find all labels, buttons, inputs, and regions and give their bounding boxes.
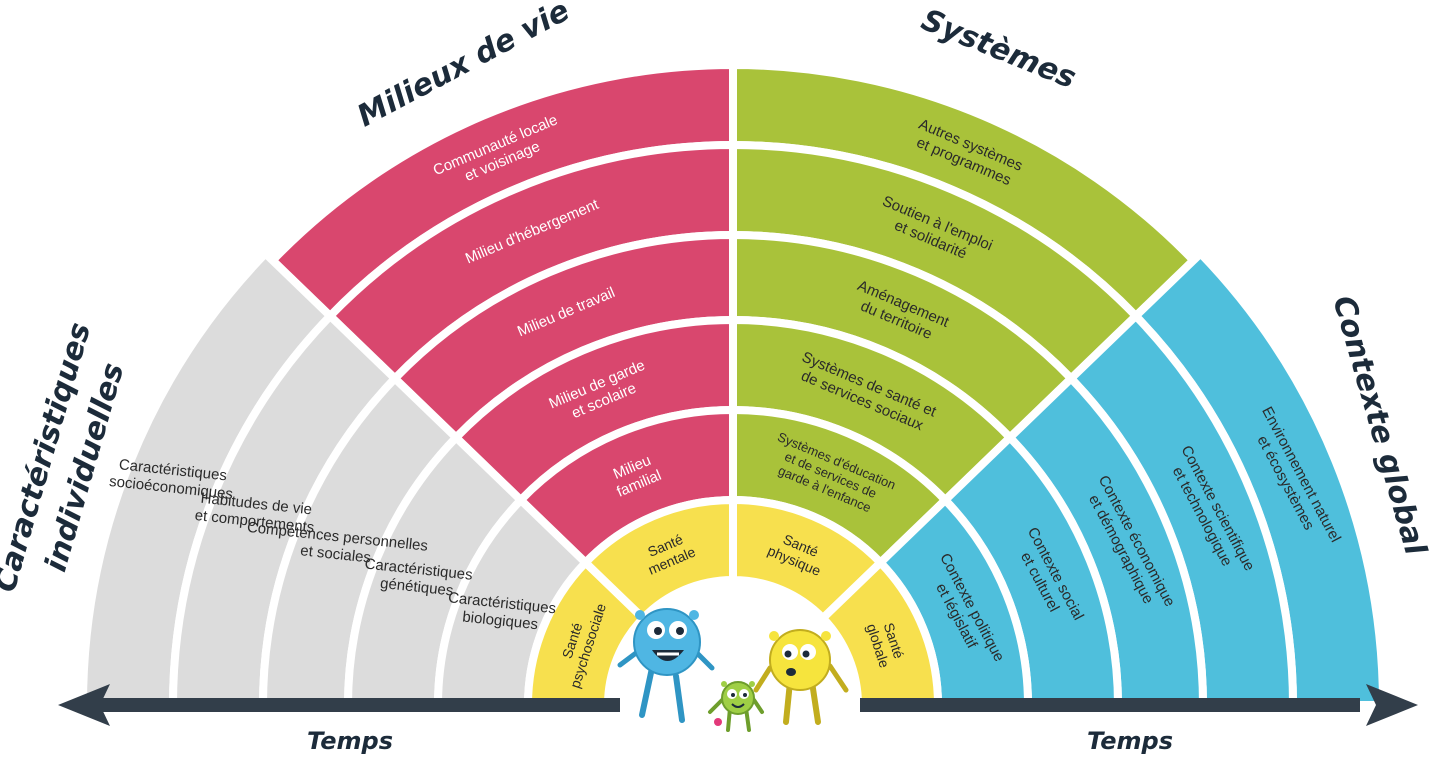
blue-mascot [617, 608, 715, 723]
segments-layer [78, 60, 1388, 709]
category-title-systemes: Systèmes [916, 2, 1080, 96]
time-label-left: Temps [307, 727, 393, 755]
time-arrow [58, 684, 1418, 726]
time-arrow-right-head [1366, 684, 1418, 726]
mascots [617, 608, 849, 732]
time-arrow-shaft-right [860, 698, 1360, 712]
green-mascot [708, 681, 764, 732]
time-label-right: Temps [1087, 727, 1173, 755]
time-arrow-left-head [58, 684, 110, 726]
yellow-mascot [753, 629, 849, 725]
time-arrow-shaft-left [100, 698, 620, 712]
